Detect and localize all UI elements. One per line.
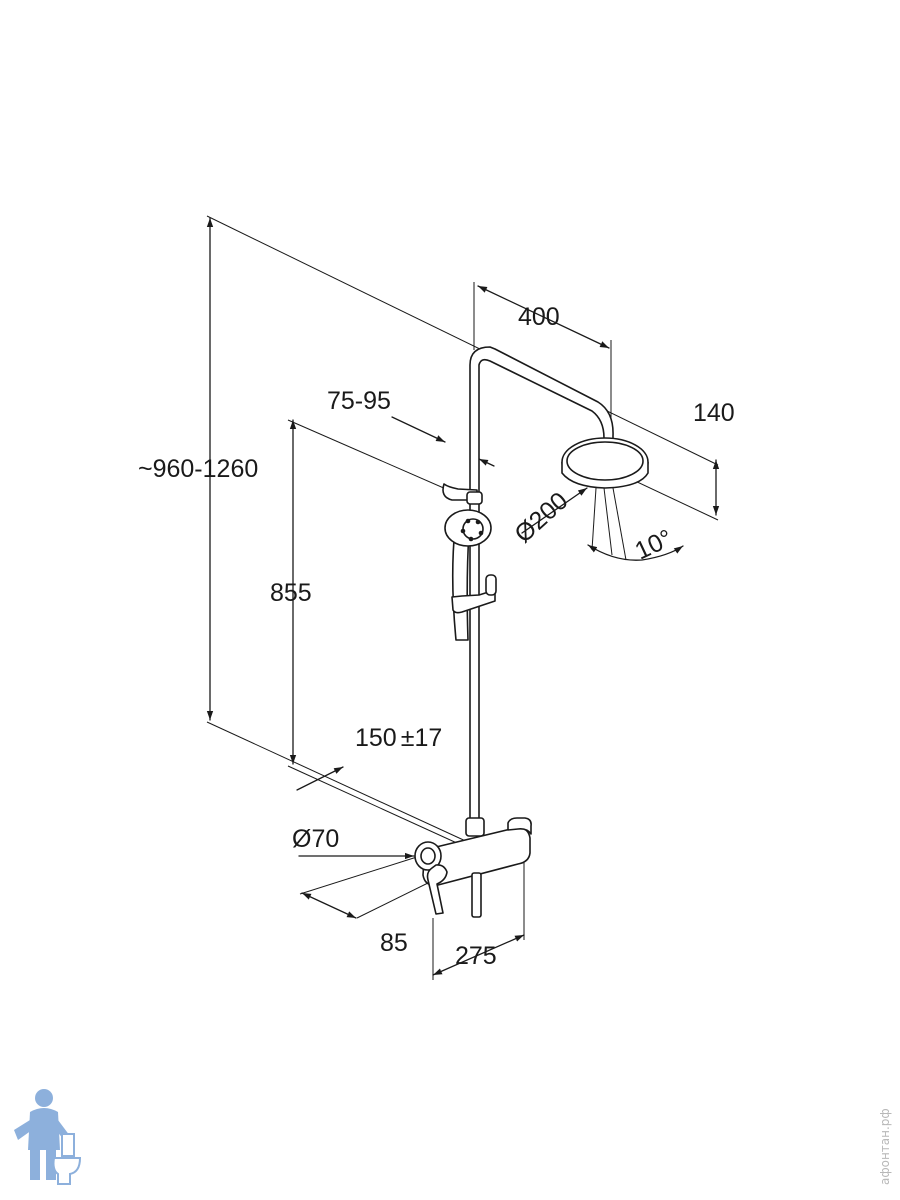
rail-height-label: 855 <box>270 579 312 607</box>
rain-head-inner <box>566 441 644 481</box>
outlet-pipe <box>471 872 482 918</box>
overall-height-label: ~960-1260 <box>138 455 258 483</box>
holder-spacing-label: 75-95 <box>327 387 391 415</box>
projection-label: 85 <box>380 929 408 957</box>
mixer-width-label: 275 <box>455 942 497 970</box>
arm-reach-label: 400 <box>518 303 560 331</box>
holder-clamp <box>466 491 483 505</box>
watermark: афонтан.рф <box>878 1108 892 1185</box>
slider-knob <box>485 574 497 596</box>
rail-bottom-fitting <box>465 817 485 837</box>
mixer-top-cap <box>507 817 532 835</box>
shower-rail-assembly <box>414 346 649 918</box>
dimension-lines <box>206 217 720 976</box>
mixer-lever <box>426 864 448 915</box>
plumber-logo <box>14 1089 82 1185</box>
head-diameter-label: Ø200 <box>509 487 573 549</box>
inlet-spacing-label: 150±17 <box>355 724 442 752</box>
head-height-label: 140 <box>693 399 735 427</box>
tilt-angle-label: 10° <box>631 524 677 565</box>
flange-diameter-label: Ø70 <box>292 825 339 853</box>
